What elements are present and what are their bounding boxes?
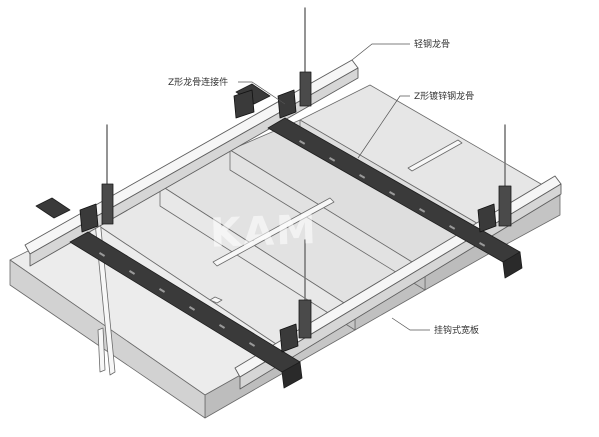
slot: [158, 288, 166, 293]
callout-leaders: [238, 43, 430, 331]
z-connector: [233, 89, 255, 119]
hook-edge: [209, 296, 223, 304]
z-connector: [277, 89, 297, 119]
z-keel-lower-flange: [281, 361, 303, 389]
slot: [329, 156, 336, 162]
slot: [218, 324, 226, 329]
slot: [299, 139, 306, 145]
watermark-logo: KAM: [209, 207, 318, 257]
slot: [389, 190, 396, 196]
label-z-connector: Z形龙骨连接件: [168, 76, 228, 88]
hanger-clip: [298, 299, 312, 339]
z-connector: [477, 203, 497, 233]
slot: [359, 173, 366, 179]
hanger-clip: [101, 183, 114, 225]
label-z-galvanized-keel: Z形镀锌钢龙骨: [414, 90, 474, 102]
leader-light-steel-keel: [351, 43, 410, 61]
label-light-steel-keel: 轻钢龙骨: [414, 38, 450, 50]
z-connectors: [79, 89, 497, 353]
hanger-clip: [498, 185, 512, 227]
slot: [419, 208, 426, 213]
z-keel-stub-left: [35, 197, 71, 219]
slot: [479, 241, 486, 247]
z-connector: [79, 203, 99, 233]
slot: [98, 251, 106, 257]
leader-hook-wide-panel: [391, 317, 430, 331]
leader-z-connector: [238, 81, 286, 105]
hanger-clips: [101, 71, 512, 339]
label-hook-wide-panel: 挂钩式宽板: [434, 324, 479, 336]
slot: [248, 342, 256, 347]
hanger-clip: [299, 71, 312, 107]
z-connector: [279, 323, 299, 353]
hook-edge: [97, 327, 106, 373]
leader-z-galvanized-keel: [357, 95, 410, 159]
slot: [449, 225, 456, 230]
panel-seam: [229, 150, 426, 291]
z-galvanized-keels: [35, 83, 523, 389]
slot: [128, 270, 136, 275]
z-keel-upper-flange: [502, 251, 523, 279]
slot: [188, 306, 196, 311]
hook-edge: [212, 197, 335, 267]
hook-edge: [407, 139, 463, 172]
z-keel-perforations: [98, 139, 486, 347]
